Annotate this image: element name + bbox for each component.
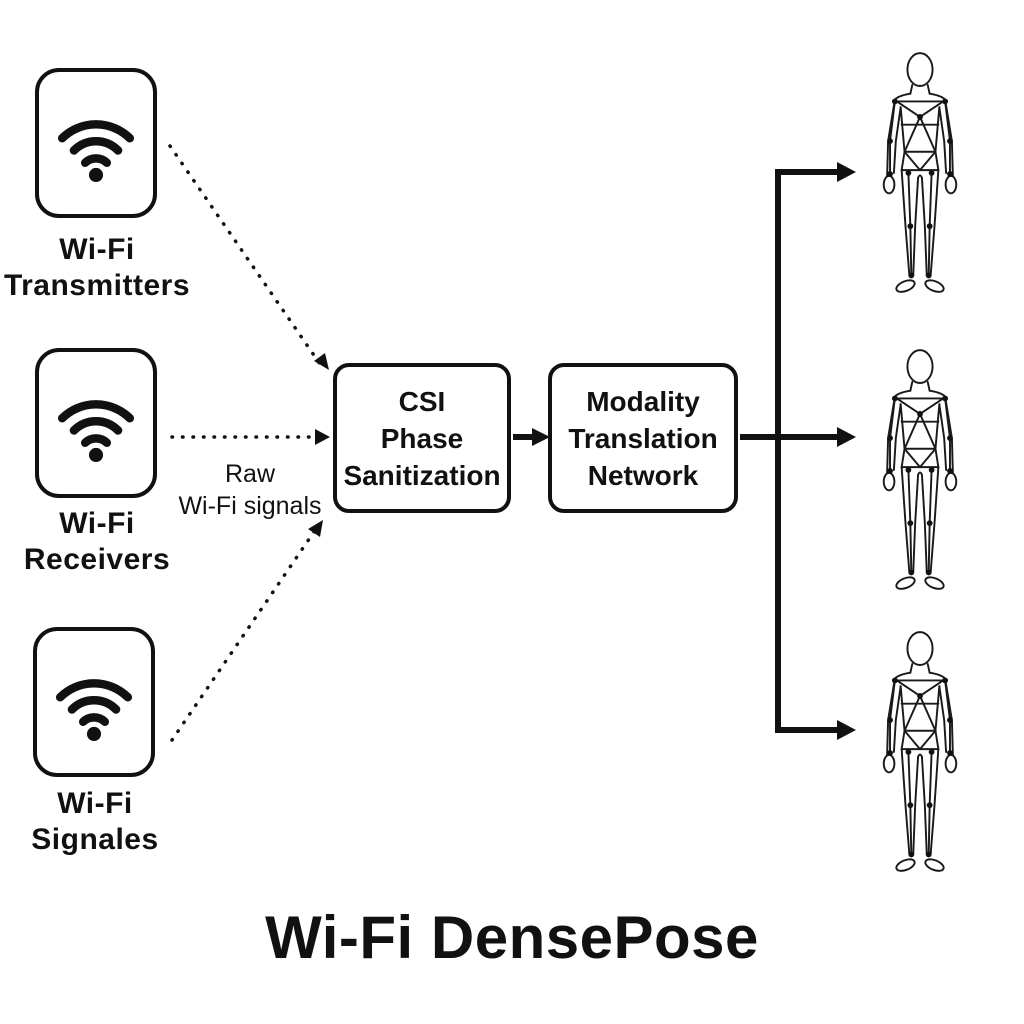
box-line: Sanitization	[343, 459, 501, 491]
wifi-signals-label: Wi-Fi Signales	[0, 786, 202, 858]
label-line: Wi-Fi	[57, 787, 133, 820]
box-line: Modality	[586, 385, 700, 417]
wifi-signals-box	[33, 627, 155, 777]
wifi-receivers-label: Wi-Fi Receivers	[0, 506, 204, 578]
box-line: Translation	[568, 422, 718, 454]
box-line: CSI	[398, 385, 446, 417]
box-line: Phase	[380, 422, 464, 454]
csi-phase-sanitization-box: CSI Phase Sanitization	[333, 363, 511, 513]
wifi-icon	[49, 96, 143, 190]
label-line: Signales	[31, 823, 159, 856]
label-line: Wi-Fi	[59, 507, 135, 540]
label-line: Wi-Fi	[59, 233, 135, 266]
box-line: Network	[587, 459, 699, 491]
modality-translation-network-box: Modality Translation Network	[548, 363, 738, 513]
raw-wifi-signals-label: Raw Wi-Fi signals	[166, 458, 334, 522]
diagram-title: Wi-Fi DensePose	[265, 904, 759, 971]
human-wireframe-figure	[862, 44, 978, 302]
human-wireframe-figure	[862, 623, 978, 881]
label-line: Raw	[224, 460, 275, 488]
arrowheads	[308, 162, 856, 740]
label-line: Transmitters	[3, 269, 191, 302]
wifi-icon	[47, 655, 141, 749]
dotted-arrow-transmitters	[168, 144, 322, 366]
wifi-transmitters-box	[35, 68, 157, 218]
wifi-icon	[49, 376, 143, 470]
dotted-arrow-signals	[170, 524, 320, 742]
wifi-transmitters-label: Wi-Fi Transmitters	[0, 232, 204, 304]
human-wireframe-figure	[862, 341, 978, 599]
label-line: Receivers	[23, 543, 171, 576]
label-line: Wi-Fi signals	[178, 492, 322, 520]
wifi-receivers-box	[35, 348, 157, 498]
